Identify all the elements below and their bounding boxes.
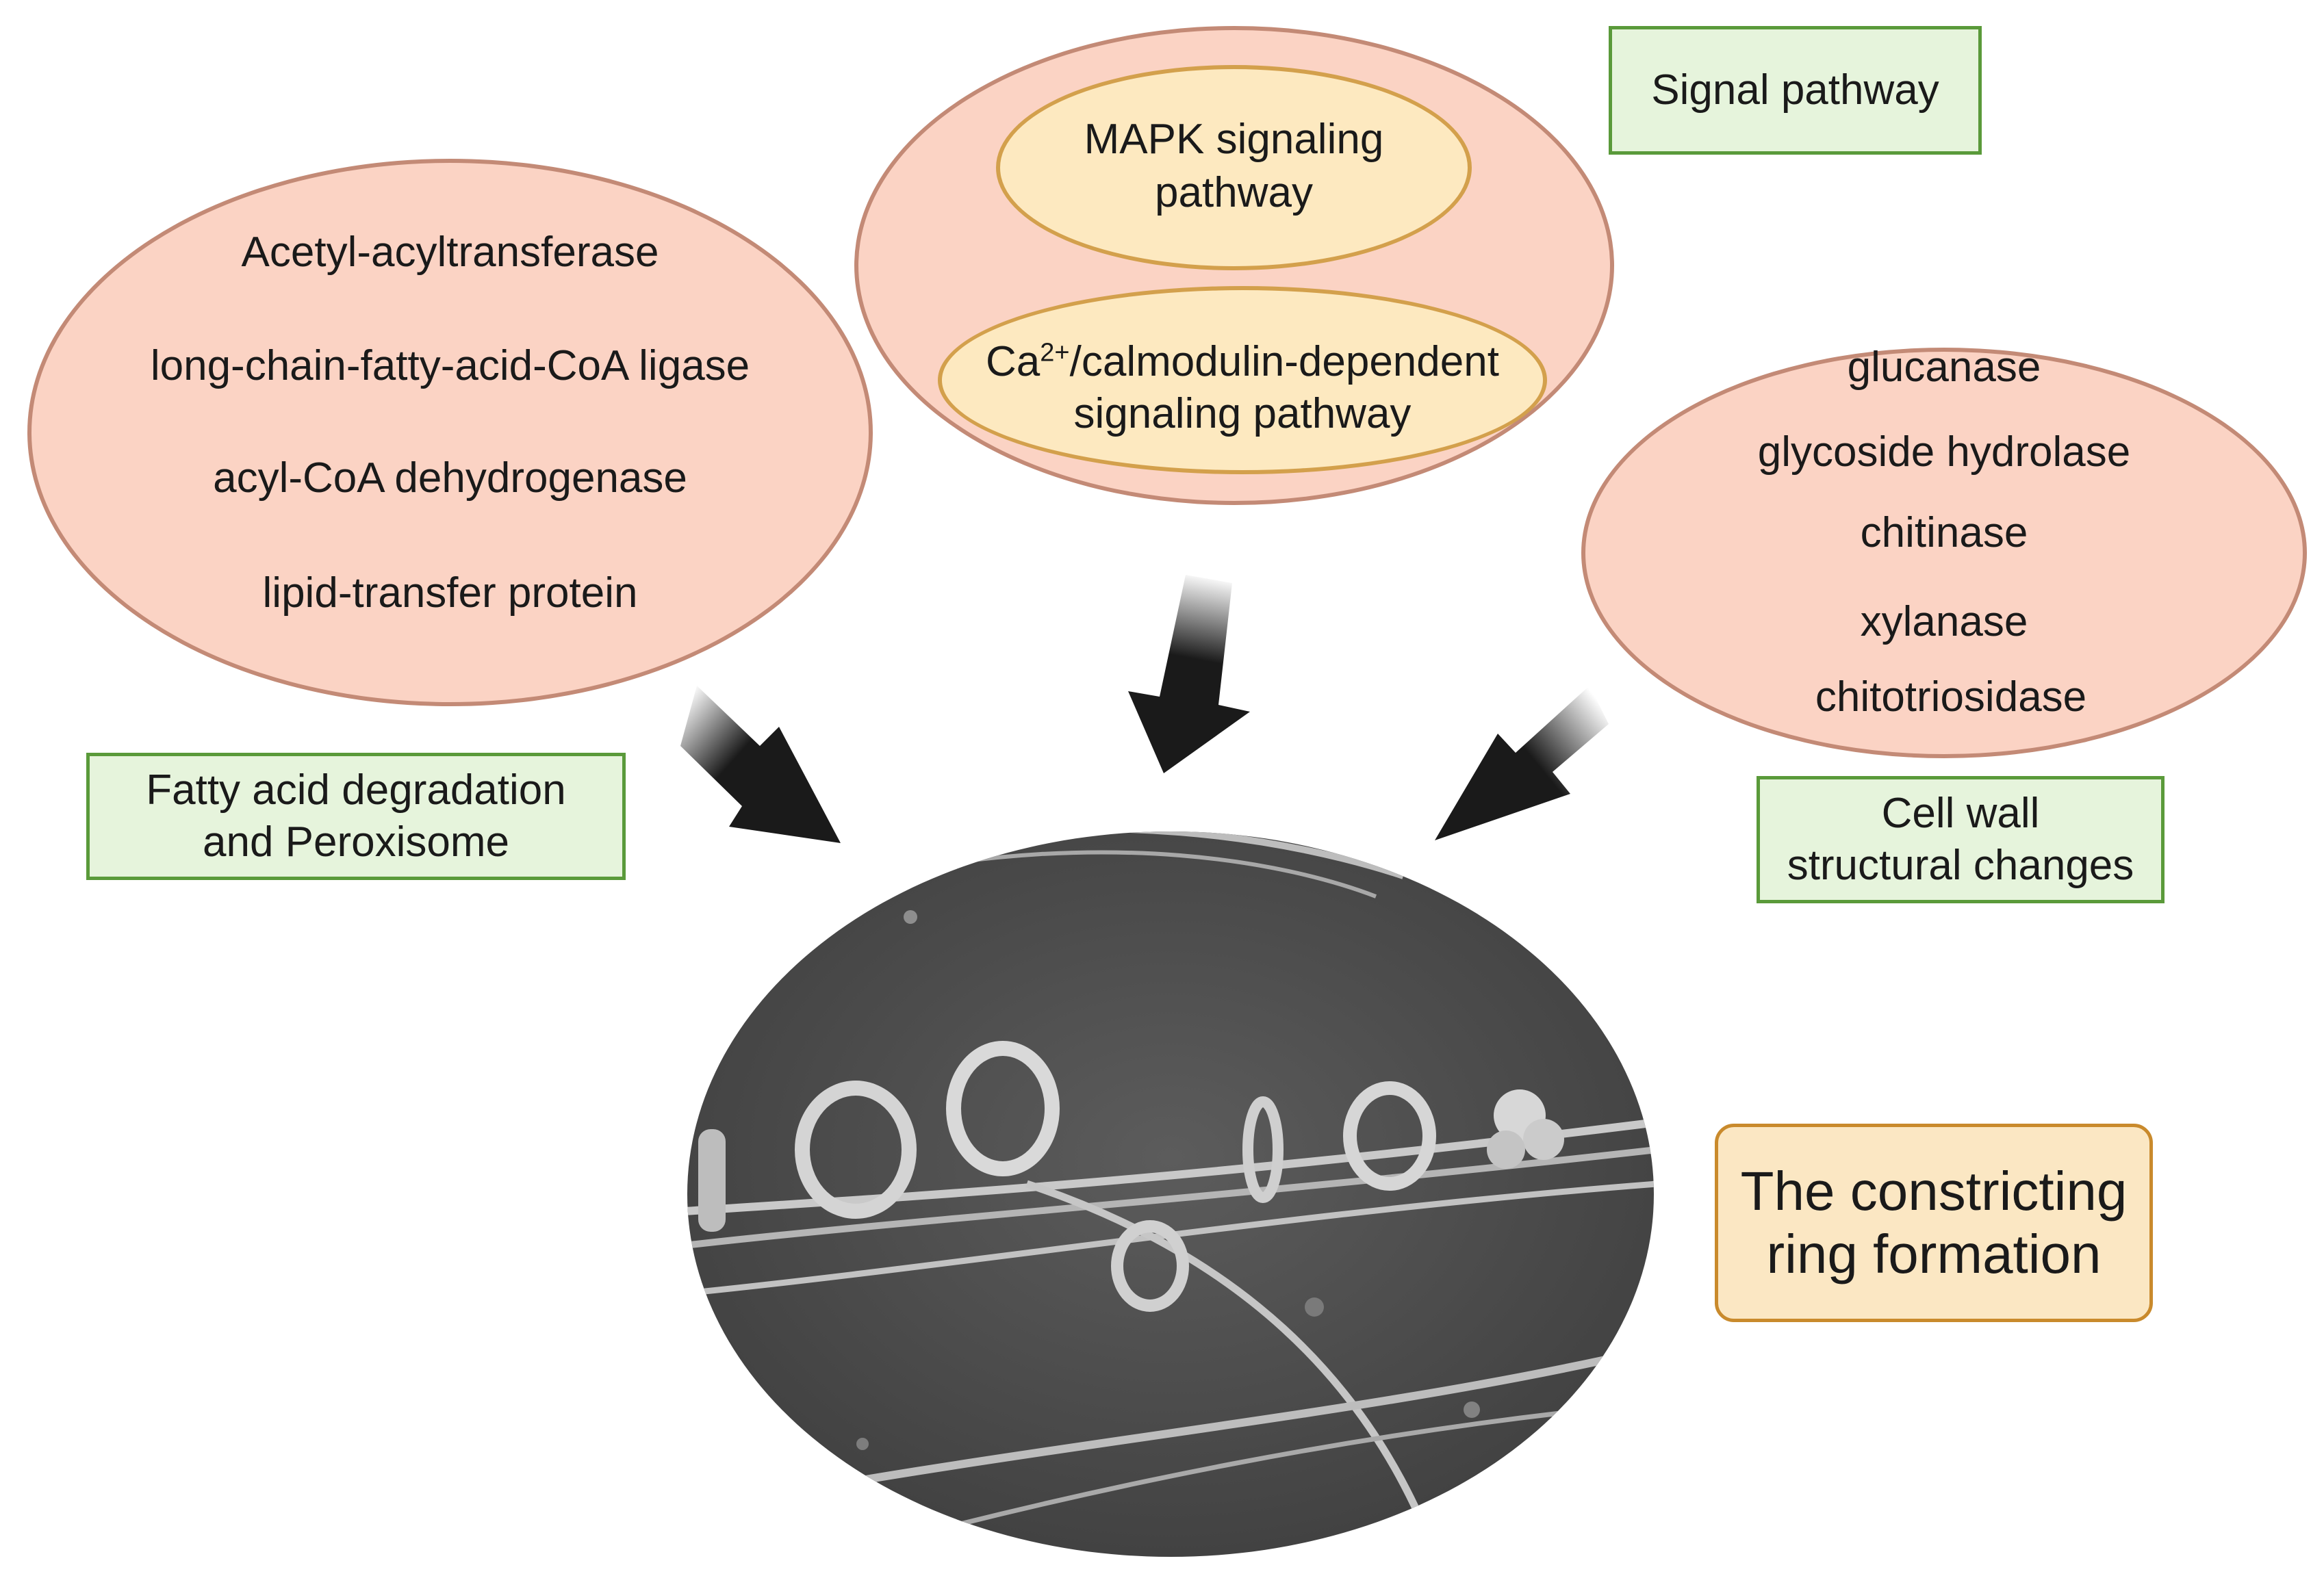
fatty-acid-degradation-label: Fatty acid degradation and Peroxisome <box>86 753 626 880</box>
lipid-metabolism-ellipse <box>27 159 873 706</box>
wall-item-glycoside-hydrolase: glycoside hydrolase <box>1757 428 2131 476</box>
calmodulin-rest: /calmodulin-dependent <box>1069 338 1499 385</box>
lipid-item-lipid-transfer-protein: lipid-transfer protein <box>262 569 638 617</box>
cell-wall-enzymes-ellipse <box>1581 348 2307 758</box>
mapk-ellipse <box>996 65 1472 270</box>
signal-pathway-label-text: Signal pathway <box>1651 66 1939 114</box>
arrow-right <box>1435 686 1609 840</box>
fatty-acid-label-line2: and Peroxisome <box>202 818 510 866</box>
calmodulin-label-line2: signaling pathway <box>1073 390 1412 437</box>
calmodulin-ellipse <box>938 286 1547 474</box>
wall-item-chitotriosidase: chitotriosidase <box>1815 673 2087 721</box>
lipid-item-acetyl-acyltransferase: Acetyl-acyltransferase <box>241 229 659 276</box>
lipid-item-fatty-acid-coa-ligase: long-chain-fatty-acid-CoA ligase <box>150 342 750 389</box>
calmodulin-label-line1: Ca2+/calmodulin-dependent <box>938 335 1547 389</box>
mapk-label-line2: pathway <box>1155 169 1313 216</box>
lipid-item-acyl-coa-dehydrogenase: acyl-CoA dehydrogenase <box>213 454 687 502</box>
sem-micrograph-image <box>687 831 1654 1557</box>
arrow-left <box>680 686 841 843</box>
calcium-superscript: 2+ <box>1040 338 1070 367</box>
calcium-prefix: Ca <box>986 338 1040 385</box>
result-line2: ring formation <box>1766 1224 2102 1284</box>
cell-wall-label-line2: structural changes <box>1787 842 2134 889</box>
constricting-ring-formation-label: The constricting ring formation <box>1715 1124 2153 1322</box>
wall-item-glucanase: glucanase <box>1847 344 2041 391</box>
result-line1: The constricting <box>1740 1161 2128 1222</box>
arrow-middle <box>1128 575 1250 773</box>
cell-wall-label: Cell wall structural changes <box>1757 776 2165 903</box>
signal-pathway-label: Signal pathway <box>1609 26 1982 155</box>
wall-item-chitinase: chitinase <box>1860 509 2028 556</box>
cell-wall-label-line1: Cell wall <box>1881 790 2040 837</box>
mapk-label-line1: MAPK signaling <box>1084 116 1384 163</box>
wall-item-xylanase: xylanase <box>1860 598 2028 645</box>
fatty-acid-label-line1: Fatty acid degradation <box>146 766 566 814</box>
